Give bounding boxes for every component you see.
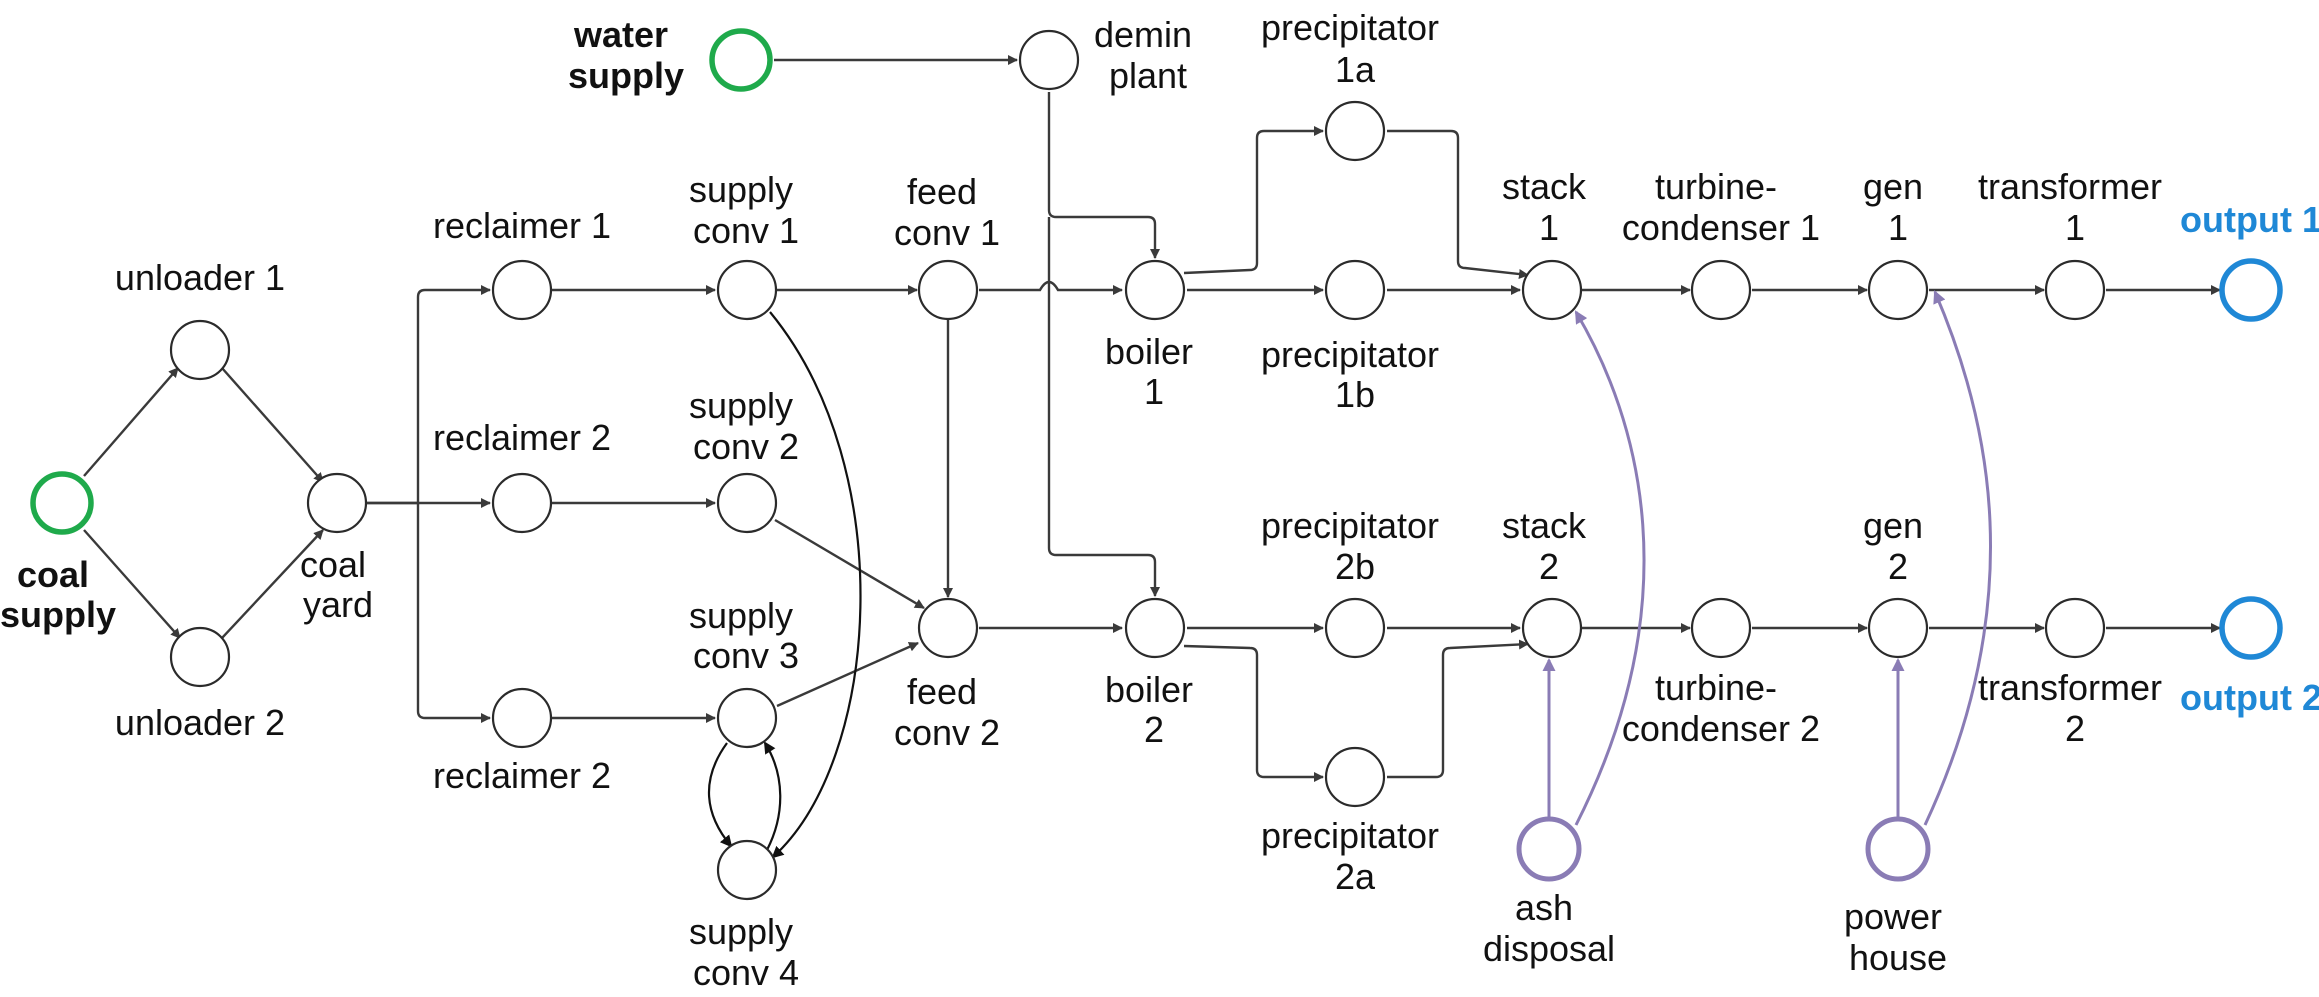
feed-conv-2-label: feed conv 2 [894,671,1000,753]
transformer-1-label: transformer 1 [1978,166,2172,248]
edges [83,55,2221,859]
edge-boiler-1-precipitator-1a [1183,126,1324,275]
edge-coal-yard-reclaimer-1 [366,285,491,505]
reclaimer-2a-node [491,472,553,534]
edge-coal-supply-unloader-2 [83,529,181,639]
boiler-2-label: boiler 2 [1105,669,1203,750]
precipitator-2a-label: precipitator 2a [1261,815,1449,897]
supply-conv-3-label: supply conv 3 [689,595,803,676]
gen-2-node [1867,597,1929,659]
coal-yard-node [306,472,368,534]
ash-disposal-label: ash disposal [1483,887,1615,969]
coal-yard-label: coal yard [300,544,376,625]
edge-demin-plant-boiler-1 [1047,92,1160,259]
reclaimer-2b-node [491,687,553,749]
precipitator-2a-node [1324,746,1386,808]
precipitator-1b-label: precipitator 1b [1261,334,1449,415]
edge-supply-conv-1-supply-conv-4 [769,311,862,859]
power-house-label: power house [1844,896,1952,978]
reclaimer-1-label: reclaimer 1 [433,205,611,246]
demin-plant-node [1018,29,1080,91]
turbine-condenser-2-node [1690,597,1752,659]
nodes [30,28,2283,901]
turbine-condenser-2-label: turbine- condenser 2 [1622,667,1820,749]
edge-unloader-1-coal-yard [221,367,324,483]
boiler-1-node [1124,259,1186,321]
ash-disposal-node [1516,816,1582,882]
reclaimer-2b-label: reclaimer 2 [433,755,611,796]
unloader-2-label: unloader 2 [115,702,285,743]
reclaimer-1-node [491,259,553,321]
supply-conv-1-label: supply conv 1 [689,169,803,251]
output-2-label: output 2 [2180,677,2319,718]
edge-precipitator-2a-stack-2 [1387,639,1529,779]
turbine-condenser-1-node [1690,259,1752,321]
edge-ash-disposal-stack-1 [1574,310,1646,826]
water-supply-node [709,28,773,92]
edge-boiler-2-precipitator-2a [1183,644,1324,782]
labels: coal supply water supply unloader 1 unlo… [0,7,2319,993]
stack-1-label: stack 1 [1502,166,1596,248]
supply-conv-3-node [716,687,778,749]
precipitator-2b-label: precipitator 2b [1261,505,1449,587]
edge-unloader-2-coal-yard [221,529,324,639]
precipitator-2b-node [1324,597,1386,659]
supply-conv-1-node [716,259,778,321]
supply-conv-2-label: supply conv 2 [689,385,803,467]
gen-2-label: gen 2 [1863,505,1933,587]
stack-2-node [1521,597,1583,659]
reclaimer-2a-label: reclaimer 2 [433,417,611,458]
power-house-node [1865,816,1931,882]
output-1-label: output 1 [2180,199,2319,240]
edge-supply-conv-3-feed-conv-2 [776,641,919,708]
coal-supply-node [30,471,94,535]
stack-1-node [1521,259,1583,321]
precipitator-1a-label: precipitator 1a [1261,7,1449,90]
edge-supply-conv-2-feed-conv-2 [774,518,925,610]
edge-supply-conv-4-supply-conv-3 [763,741,782,851]
edge-coal-supply-unloader-1 [83,367,179,477]
supply-conv-4-label: supply conv 4 [689,911,803,993]
transformer-2-label: transformer 2 [1978,667,2172,749]
boiler-1-label: boiler 1 [1105,331,1203,412]
gen-1-node [1867,259,1929,321]
supply-conv-2-node [716,472,778,534]
edge-feed-conv-1-boiler-1 [979,280,1123,295]
boiler-2-node [1124,597,1186,659]
feed-conv-1-node [917,259,979,321]
unloader-1-node [169,319,231,381]
demin-plant-label: demin plant [1094,14,1202,96]
edge-power-house-gen-1 [1923,290,1993,826]
gen-1-label: gen 1 [1863,166,1933,248]
transformer-2-node [2044,597,2106,659]
edge-coal-yard-reclaimer-2b [416,503,491,723]
water-supply-label: water supply [568,14,684,96]
output-2-node [2219,596,2283,660]
edge-supply-conv-3-supply-conv-4 [708,742,733,848]
precipitator-1a-node [1324,100,1386,162]
supply-conv-4-node [716,839,778,901]
transformer-1-node [2044,259,2106,321]
feed-conv-2-node [917,597,979,659]
unloader-1-label: unloader 1 [115,257,285,298]
coal-supply-label: coal supply [0,554,116,635]
edge-demin-plant-boiler-2 [1047,217,1160,597]
feed-conv-1-label: feed conv 1 [894,171,1000,253]
unloader-2-node [169,626,231,688]
precipitator-1b-node [1324,259,1386,321]
edge-precipitator-1a-stack-1 [1387,129,1529,279]
stack-2-label: stack 2 [1502,505,1596,587]
output-1-node [2219,258,2283,322]
turbine-condenser-1-label: turbine- condenser 1 [1622,166,1820,248]
